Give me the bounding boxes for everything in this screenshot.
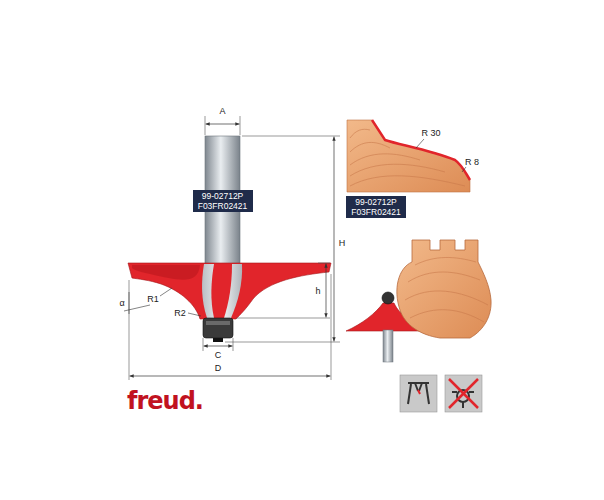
- carbide-tip: [211, 264, 232, 318]
- radius-label: R 30: [421, 128, 440, 139]
- dim-d: [130, 376, 331, 377]
- screw: [213, 338, 223, 342]
- handrail: [397, 240, 491, 338]
- radius-label: R 8: [465, 157, 479, 168]
- brand-logo: freud.: [127, 387, 203, 416]
- leader-line: [462, 167, 466, 172]
- dim-a: [206, 124, 240, 125]
- bearing: [382, 292, 394, 304]
- bearing-shine: [206, 321, 230, 325]
- wood-grain: [405, 257, 488, 322]
- radius-label: R1: [147, 294, 159, 305]
- cross-mark: [449, 379, 478, 408]
- dimension-label: h: [315, 286, 320, 297]
- dim-h-total: [334, 137, 335, 342]
- icon: [445, 375, 482, 412]
- part-number-box: 99-02712PF03FR02421: [193, 190, 253, 212]
- dimension-label: H: [339, 238, 346, 249]
- dimension-label: D: [215, 363, 222, 374]
- radius-label: R2: [174, 308, 186, 319]
- product-code: F03FR02421: [197, 201, 249, 211]
- dim-h: [326, 264, 327, 318]
- dim-c: [204, 346, 233, 347]
- leader-line: [188, 313, 201, 316]
- cutter-body: [128, 263, 331, 319]
- dimension-label: C: [215, 350, 222, 361]
- angle-line: [129, 292, 130, 314]
- part-number: 99-02712P: [350, 197, 402, 207]
- hub: [202, 264, 242, 318]
- angle-label: α: [119, 298, 124, 309]
- part-number-box: 99-02712PF03FR02421: [346, 196, 406, 218]
- part-number: 99-02712P: [197, 191, 249, 201]
- bearing: [203, 318, 233, 338]
- wood-profile: [347, 120, 470, 192]
- dimension-label: A: [219, 106, 225, 117]
- product-code: F03FR02421: [350, 207, 402, 217]
- leader-line: [160, 288, 172, 296]
- shank: [383, 330, 393, 362]
- leader-line: [416, 139, 424, 148]
- cutter-shade: [132, 265, 200, 280]
- profile-edge: [372, 120, 470, 180]
- table-icon: [408, 383, 429, 404]
- angle-line: [124, 305, 150, 311]
- icon: [400, 375, 437, 412]
